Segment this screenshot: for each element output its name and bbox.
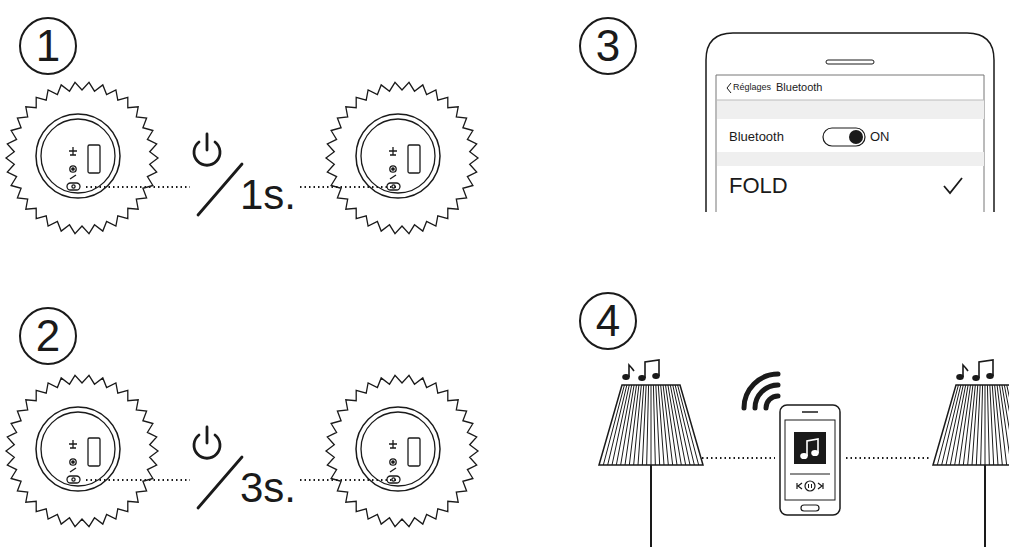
icon (390, 468, 396, 472)
wireless-signal (744, 374, 778, 408)
music-notes (957, 360, 993, 380)
screen-title: Bluetooth (776, 81, 822, 93)
setting-name: Bluetooth (729, 130, 784, 144)
power-button (387, 476, 400, 483)
power-button (72, 185, 75, 188)
duration: 3s. (240, 465, 296, 511)
icon (389, 440, 397, 448)
switch-slot (88, 438, 100, 466)
serrated-outline (326, 82, 478, 233)
back-link: Réglages (733, 83, 771, 93)
base-ring (36, 407, 120, 491)
callout-number: 4 (579, 292, 637, 350)
serrated-outline (326, 375, 478, 526)
switch-slot (408, 145, 420, 173)
music-phone (780, 405, 840, 515)
base-ring (361, 412, 435, 486)
icon (69, 147, 77, 155)
icon (69, 440, 77, 448)
port (390, 166, 396, 172)
base-ring (36, 114, 120, 198)
port (70, 459, 76, 465)
callout-number: 2 (19, 307, 77, 365)
icon (389, 147, 397, 155)
callout-number-text: 1 (36, 24, 60, 68)
base-ring (41, 119, 115, 193)
power-button (67, 476, 80, 483)
port (70, 166, 76, 172)
music-notes (623, 360, 659, 380)
port (392, 168, 394, 170)
port (392, 461, 394, 463)
lamp (599, 360, 1009, 547)
smartphone (706, 33, 994, 212)
port (72, 461, 74, 463)
toggle-state: ON (870, 130, 890, 144)
icon (70, 468, 76, 472)
base-ring (41, 412, 115, 486)
duration: 1s. (240, 172, 296, 218)
port (390, 459, 396, 465)
callout-number: 3 (579, 17, 637, 75)
port (72, 168, 74, 170)
base-ring (356, 114, 440, 198)
switch-slot (408, 438, 420, 466)
switch-slot (88, 145, 100, 173)
callout-number-text: 2 (36, 314, 60, 358)
callout-number-text: 4 (596, 299, 620, 343)
power-button (67, 183, 80, 190)
serrated-outline (6, 82, 158, 233)
base-ring (361, 119, 435, 193)
icon (70, 175, 76, 179)
icon (390, 175, 396, 179)
power-symbol (194, 134, 242, 508)
serrated-outline (6, 375, 158, 526)
device-name: FOLD (729, 174, 788, 198)
base-ring (356, 407, 440, 491)
lamp-base (6, 82, 478, 526)
dotted-leader (86, 187, 930, 480)
callout-number-text: 3 (596, 24, 620, 68)
pleated-lamp (933, 385, 1009, 547)
pleated-lamp (599, 385, 703, 547)
power-button (387, 183, 400, 190)
callout-number: 1 (19, 17, 77, 75)
power-button (72, 478, 75, 481)
